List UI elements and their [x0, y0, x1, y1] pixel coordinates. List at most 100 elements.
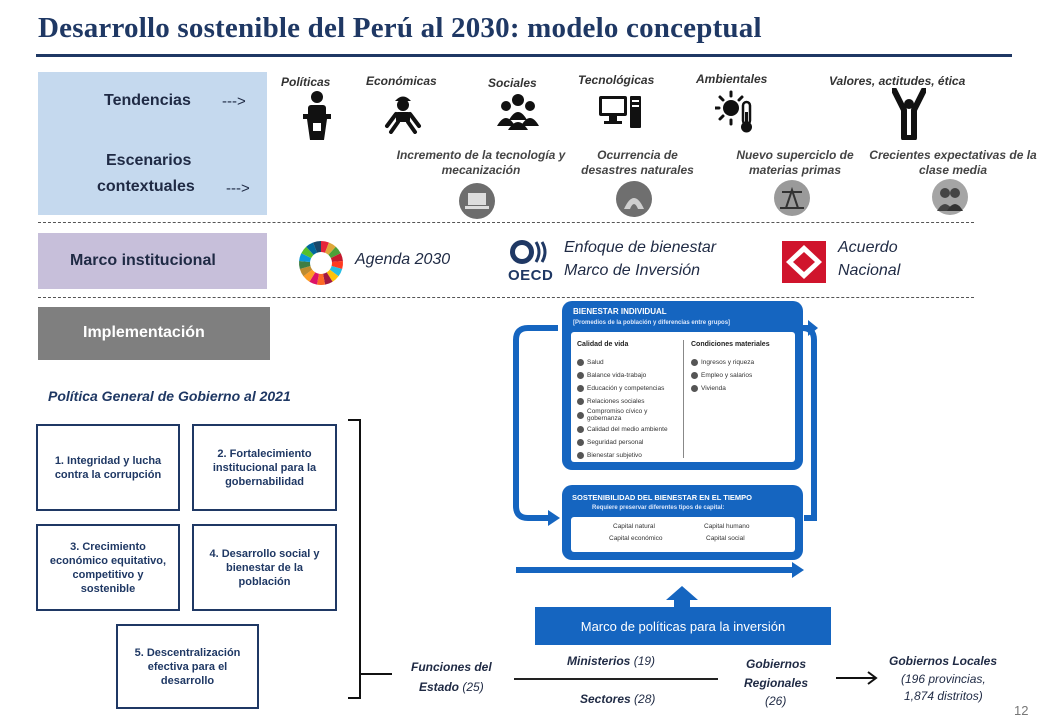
agenda-2030-label: Agenda 2030	[355, 251, 451, 268]
scenario-label-tecnologia: Incremento de la tecnología y mecanizaci…	[396, 148, 566, 177]
sdg-wheel-icon	[299, 241, 343, 285]
scenario-label-superciclo: Nuevo superciclo de materias primas	[736, 148, 854, 177]
policy-box-4: 4. Desarrollo social y bienestar de la p…	[192, 524, 337, 611]
list-item: Empleo y salarios	[691, 370, 754, 380]
oecd-logo-icon	[510, 240, 547, 264]
section-divider-2	[38, 297, 974, 298]
calidad-vida-title: Calidad de vida	[577, 341, 629, 348]
oil-pump-icon	[774, 180, 810, 216]
money-icon	[691, 358, 698, 366]
gobiernos-regionales-count: (26)	[765, 694, 787, 708]
people-group-icon	[497, 94, 539, 130]
computer-icon	[599, 96, 641, 128]
capital-economico: Capital económico	[609, 535, 663, 542]
implementacion-label: Implementación	[83, 324, 205, 341]
calidad-vida-list: Salud Balance vida-trabajo Educación y c…	[577, 357, 672, 460]
policy-box-5: 5. Descentralización efectiva para el de…	[116, 624, 259, 709]
oecd-line2: Marco de Inversión	[564, 262, 701, 279]
middle-class-icon	[932, 179, 968, 215]
condiciones-materiales-title: Condiciones materiales	[691, 341, 770, 348]
disaster-icon	[616, 181, 652, 217]
scenario-label-clase-media: Crecientes expectativas de la clase medi…	[869, 148, 1037, 177]
funciones-label-line1: Funciones del	[411, 660, 492, 674]
gobiernos-locales-title: Gobiernos Locales	[889, 654, 998, 668]
person-arms-up-icon	[892, 88, 926, 140]
list-item: Calidad del medio ambiente	[577, 424, 672, 434]
marco-institucional-box	[38, 233, 267, 289]
funciones-label-line2: Estado (25)	[419, 680, 484, 694]
laptop-icon	[459, 183, 495, 219]
list-item: Salud	[577, 357, 672, 367]
sostenibilidad-subheader: Requiere preservar diferentes tipos de c…	[592, 505, 725, 511]
capital-natural: Capital natural	[613, 523, 655, 530]
podium-icon	[303, 91, 331, 140]
condiciones-materiales-list: Ingresos y riqueza Empleo y salarios Viv…	[691, 357, 754, 393]
sectores-label: Sectores (28)	[580, 692, 656, 706]
sostenibilidad-header: SOSTENIBILIDAD DEL BIENESTAR EN EL TIEMP…	[572, 493, 753, 502]
trend-label-tecnologicas: Tecnológicas	[578, 73, 655, 87]
ministerios-sectores-divider	[514, 678, 718, 680]
list-item: Relaciones sociales	[577, 396, 672, 406]
list-item: Educación y competencias	[577, 383, 672, 393]
escenarios-label-line2: contextuales	[97, 178, 195, 195]
oecd-line1: Enfoque de bienestar	[564, 239, 717, 256]
scenario-label-desastres: Ocurrencia de desastres naturales	[581, 148, 694, 177]
capital-social: Capital social	[706, 535, 745, 542]
smile-icon	[577, 451, 584, 459]
gobiernos-locales-line2: 1,874 distritos)	[904, 689, 983, 703]
health-icon	[577, 358, 584, 366]
capital-humano: Capital humano	[704, 523, 750, 530]
trend-label-ambientales: Ambientales	[696, 72, 768, 86]
ministerios-label: Ministerios (19)	[567, 654, 656, 668]
trend-label-valores: Valores, actitudes, ética	[829, 74, 966, 88]
education-icon	[577, 384, 584, 392]
worker-icon	[385, 96, 421, 134]
trend-label-economicas: Económicas	[366, 74, 437, 88]
trends-scenarios-box	[38, 72, 267, 215]
marco-institucional-label: Marco institucional	[70, 252, 216, 269]
sun-thermometer-icon	[715, 90, 752, 133]
clock-icon	[577, 371, 584, 379]
bienestar-individual-subheader: [Promedios de la población y diferencias…	[573, 320, 731, 326]
gobiernos-locales-line1: (196 provincias,	[901, 672, 986, 686]
page-title: Desarrollo sostenible del Perú al 2030: …	[38, 12, 762, 44]
trend-label-politicas: Políticas	[281, 75, 331, 89]
gobiernos-regionales-line1: Gobiernos	[746, 657, 807, 671]
marco-politicas-inversion: Marco de políticas para la inversión	[535, 607, 831, 645]
bienestar-individual-header: BIENESTAR INDIVIDUAL	[573, 307, 667, 316]
briefcase-icon	[691, 371, 698, 379]
implementacion-box	[38, 307, 270, 360]
oecd-logo-text: OECD	[508, 267, 554, 284]
politica-general-title: Política General de Gobierno al 2021	[48, 388, 291, 404]
civic-icon	[577, 411, 584, 419]
policy-bracket	[348, 419, 392, 699]
house-icon	[691, 384, 698, 392]
capitales-content	[571, 517, 795, 552]
list-item: Balance vida-trabajo	[577, 370, 672, 380]
list-item: Seguridad personal	[577, 437, 672, 447]
wellbeing-column-divider	[683, 340, 684, 458]
acuerdo-line1: Acuerdo	[838, 239, 898, 256]
escenarios-arrow: --->	[226, 180, 250, 197]
trend-label-sociales: Sociales	[488, 76, 537, 90]
tendencias-label: Tendencias	[104, 92, 191, 109]
list-item: Ingresos y riqueza	[691, 357, 754, 367]
title-divider	[36, 54, 1012, 57]
section-divider-1	[38, 222, 974, 223]
page-number: 12	[1014, 703, 1029, 718]
right-arrow-icon	[836, 671, 878, 685]
acuerdo-nacional-logo-icon	[782, 241, 826, 283]
acuerdo-line2: Nacional	[838, 262, 901, 279]
tendencias-arrow: --->	[222, 93, 246, 110]
wellbeing-cycle-arrows	[513, 320, 818, 578]
list-item: Compromiso cívico y gobernanza	[577, 408, 672, 422]
policy-box-3: 3. Crecimiento económico equitativo, com…	[36, 524, 180, 611]
gobiernos-regionales-line2: Regionales	[744, 676, 809, 690]
list-item: Bienestar subjetivo	[577, 450, 672, 460]
environment-icon	[577, 425, 584, 433]
policy-box-1: 1. Integridad y lucha contra la corrupci…	[36, 424, 180, 511]
list-item: Vivienda	[691, 383, 754, 393]
up-arrow-icon	[666, 586, 698, 608]
security-icon	[577, 438, 584, 446]
policy-box-2: 2. Fortalecimiento institucional para la…	[192, 424, 337, 511]
